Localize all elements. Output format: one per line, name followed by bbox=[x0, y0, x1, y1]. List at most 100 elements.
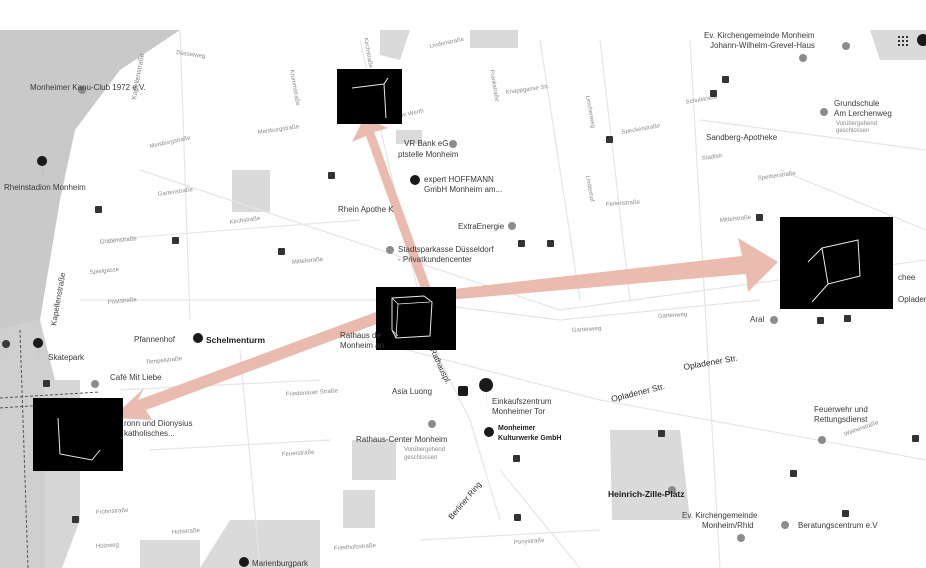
panel-right bbox=[780, 217, 893, 309]
street-label: Mittelstraße bbox=[292, 257, 324, 266]
street-label: Schulstraße bbox=[685, 94, 718, 106]
poi-label: Schelmenturm bbox=[206, 335, 265, 345]
poi-label: Monheimer bbox=[498, 425, 536, 432]
direction-arrows bbox=[112, 118, 778, 420]
street-label: Spielgasse bbox=[90, 267, 120, 276]
arrow-up bbox=[352, 118, 433, 292]
grid-icon[interactable] bbox=[898, 36, 908, 46]
street-label: Kirchstraße bbox=[229, 216, 261, 226]
poi-label: Ev. Kirchengemeinde Monheim bbox=[704, 31, 815, 40]
location-pin-icon bbox=[37, 156, 48, 176]
poi-label: Feuerwehr und bbox=[814, 405, 868, 414]
poi-label: Johann-Wilhelm-Grevel-Haus bbox=[710, 41, 815, 50]
street-label: Friedenauer Straße bbox=[286, 388, 339, 398]
street-label: Hohstraße bbox=[172, 528, 201, 536]
street-label: Gartenweg bbox=[658, 312, 688, 320]
poi-label: Grundschule bbox=[834, 99, 880, 108]
location-pin-icon bbox=[818, 436, 826, 444]
location-pin-icon bbox=[91, 380, 99, 388]
poi-label: Rathaus de bbox=[340, 331, 381, 340]
arrow-right bbox=[445, 238, 778, 300]
street-label: Stadtstr. bbox=[701, 153, 724, 162]
poi-label: Monheimer Tor bbox=[492, 407, 546, 416]
street-label: Friedhofsstraße bbox=[334, 543, 377, 552]
street-label: Tempelstraße bbox=[146, 356, 183, 366]
poi-label: Rettungsdienst bbox=[814, 415, 868, 424]
poi-label: GmbH Monheim am... bbox=[424, 185, 502, 194]
poi-label: chee bbox=[898, 273, 916, 282]
poi-label: Einkaufszentrum bbox=[492, 397, 552, 406]
location-pin-icon bbox=[410, 175, 420, 185]
poi-label: Sandberg-Apotheke bbox=[706, 133, 778, 142]
poi-label: Café Mit Liebe bbox=[110, 373, 162, 382]
poi-label: expert HOFFMANN bbox=[424, 175, 494, 184]
poi-label: Skatepark bbox=[48, 353, 85, 362]
street-label: Gartenweg bbox=[572, 326, 602, 334]
street-label: Holzweg bbox=[96, 542, 119, 550]
poi-label: Beratungscentrum e.V bbox=[798, 521, 878, 530]
poi-label: Ev. Kirchengemeinde bbox=[682, 511, 758, 520]
location-pin-icon bbox=[449, 140, 457, 148]
location-pin-icon bbox=[33, 338, 44, 358]
poi-label: - Privatkundencenter bbox=[398, 255, 472, 264]
poi-label: ExtraEnergie bbox=[458, 222, 505, 231]
building-blocks bbox=[140, 30, 926, 568]
location-pin-icon bbox=[737, 534, 745, 542]
poi-label: Asia Luong bbox=[392, 387, 432, 396]
poi-label: Monheimer Kanu-Club 1972 e.V. bbox=[30, 83, 146, 92]
street-label: Meisburgstraße bbox=[257, 124, 300, 136]
location-pin-icon bbox=[479, 378, 494, 414]
map-pins[interactable] bbox=[2, 34, 926, 567]
poi-label: Marienburgpark bbox=[252, 559, 309, 568]
poi-label: Monheim an bbox=[340, 341, 384, 350]
street-label: Mittelstraße bbox=[720, 215, 752, 224]
transit-stops bbox=[43, 76, 919, 523]
poi-label: Rathaus-Center Monheim bbox=[356, 435, 448, 444]
poi-label: Heinrich-Zille-Platz bbox=[608, 489, 685, 499]
street-label: Lindenhof bbox=[584, 175, 595, 202]
panel-top bbox=[337, 69, 402, 124]
street-label: Kirchstraße bbox=[362, 37, 373, 69]
location-pin-icon bbox=[508, 222, 516, 230]
location-pin-icon bbox=[842, 42, 850, 50]
road-network bbox=[80, 29, 926, 568]
street-label: Dasselweg bbox=[176, 50, 206, 60]
rhine-park-area bbox=[0, 30, 180, 330]
poi-labels: Monheimer Kanu-Club 1972 e.V. Rheinstadi… bbox=[4, 31, 926, 568]
poi-label: katholisches... bbox=[124, 429, 175, 438]
poi-label: Aral bbox=[750, 315, 764, 324]
arrow-left bbox=[112, 312, 382, 420]
street-label: Ponystraße bbox=[514, 538, 546, 546]
poi-label: Vorübergehend bbox=[404, 447, 445, 453]
poi-label: Pfannenhof bbox=[134, 335, 176, 344]
location-pin-icon bbox=[770, 316, 778, 324]
location-pin-icon bbox=[239, 557, 249, 567]
location-pin-icon bbox=[799, 54, 807, 62]
location-pin-icon bbox=[428, 420, 436, 428]
location-pin-icon bbox=[193, 333, 203, 343]
location-pin-icon bbox=[820, 108, 828, 116]
location-pin-icon bbox=[2, 340, 11, 356]
poi-label: Monheim/Rhld bbox=[702, 521, 754, 530]
panel-left bbox=[33, 398, 123, 471]
panel-center bbox=[376, 287, 456, 350]
poi-label: Rhein Apothe K bbox=[338, 205, 394, 214]
street-label: Poststraße bbox=[108, 297, 138, 306]
street-label: Feuerstraße bbox=[282, 450, 316, 458]
location-pin-icon bbox=[78, 86, 86, 94]
street-label: Frankstraße bbox=[488, 69, 500, 103]
street-label: Frohnstraße bbox=[96, 508, 130, 516]
street-label: Lerchenweg bbox=[584, 95, 596, 128]
poi-label: Kulturwerke GmbH bbox=[498, 435, 561, 442]
location-pin-icon bbox=[484, 427, 494, 437]
poi-label: geschlossen bbox=[836, 128, 869, 134]
street-label: Ferienstraße bbox=[606, 200, 641, 208]
bus-icon bbox=[458, 386, 468, 396]
poi-label: VR Bank eG bbox=[404, 139, 448, 148]
poi-label: ronn und Dionysius bbox=[124, 419, 192, 428]
street-label: Gartenstraße bbox=[157, 187, 193, 198]
poi-label: Am Lerchenweg bbox=[834, 109, 892, 118]
location-pin-icon bbox=[386, 246, 394, 254]
